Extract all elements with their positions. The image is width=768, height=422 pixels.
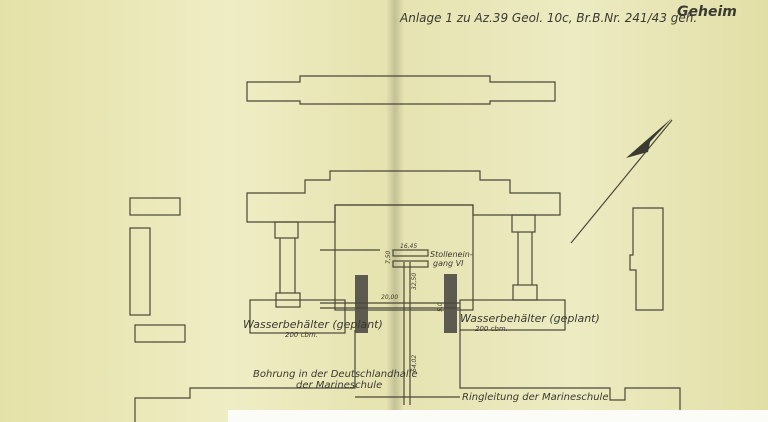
- dimension-label: 16,45: [400, 243, 417, 250]
- dimension-label: 7,50: [385, 250, 392, 264]
- building-outlines: [129, 75, 681, 422]
- west-lower-building: [134, 324, 186, 343]
- document-reference: Anlage 1 zu Az.39 Geol. 10c, Br.B.Nr. 24…: [399, 11, 697, 25]
- classification-stamp: Geheim: [677, 4, 737, 20]
- north-arrow-icon: [570, 118, 673, 244]
- main-building: [246, 170, 561, 223]
- left-wing-head: [274, 221, 299, 239]
- borehole-label: Bohrung in der Deutschlandhalle: [253, 369, 418, 380]
- dimension-label: 64,02: [411, 355, 418, 372]
- north-building: [246, 75, 556, 105]
- south-west-building: [134, 330, 356, 422]
- tank-right-label: Wasserbehälter (geplant): [460, 312, 600, 325]
- water-tank-left-outline: [249, 299, 346, 334]
- tank-left-block: [355, 275, 368, 333]
- west-small-building: [129, 197, 181, 216]
- tank-left-label: Wasserbehälter (geplant): [243, 318, 383, 331]
- dimension-label: 5,0: [437, 302, 444, 312]
- west-long-building: [129, 227, 151, 316]
- dimension-label: 20,00: [381, 294, 398, 301]
- right-wing-foot: [512, 284, 538, 301]
- dimension-label: 32,50: [411, 273, 418, 290]
- tank-left-volume: 200 cbm.: [285, 331, 318, 339]
- tunnel-entrance-mark: [392, 249, 429, 257]
- paper-fold: [386, 0, 404, 422]
- water-tank-right-outline: [459, 299, 566, 331]
- tunnel-entrance-label: Stollenein-: [430, 250, 473, 259]
- tunnel-entrance-label: gang VI: [433, 259, 464, 268]
- ring-main-label: Ringleitung der Marineschule: [462, 392, 608, 403]
- scan-margin: [228, 410, 768, 422]
- right-wing-head: [511, 214, 536, 233]
- south-east-building: [459, 330, 681, 422]
- borehole-label: der Marineschule: [296, 380, 382, 391]
- east-building: [629, 207, 664, 311]
- tank-right-volume: 200 cbm.: [475, 325, 508, 333]
